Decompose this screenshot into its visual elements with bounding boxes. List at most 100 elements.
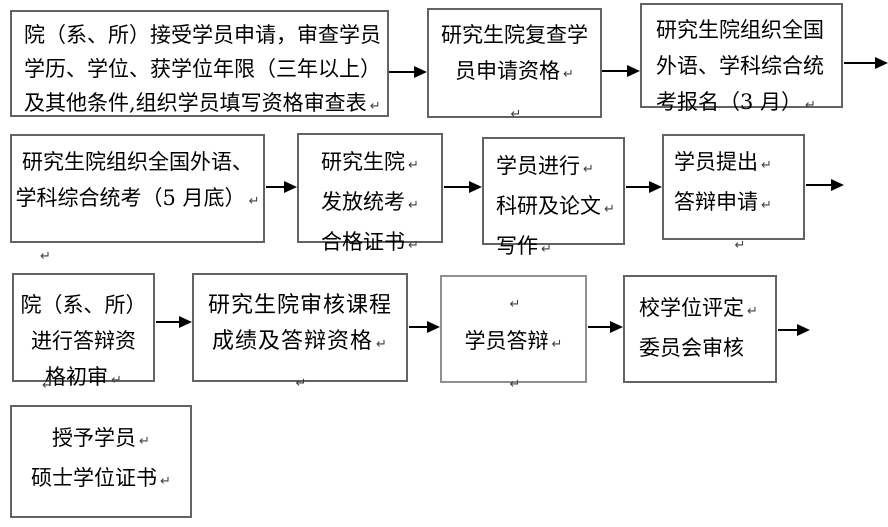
box-line-text: 学员答辩 (464, 329, 549, 353)
box-line: 合格证书↵ (299, 224, 441, 264)
box-line-text: 学员提出 (674, 150, 758, 174)
box-line: 学科综合统考（5 月底）↵ (12, 180, 263, 220)
box-line-text: 外语、学科综合统 (656, 54, 824, 78)
box-line: 考报名（3 月）↵ (656, 84, 841, 124)
box-line: ↵ (442, 363, 585, 403)
paragraph-mark-icon: ↵ (408, 238, 419, 253)
box-line: 学历、学位、获学位年限（三年以上） (24, 52, 387, 86)
box-line-text: 学员进行 (496, 154, 580, 178)
box-line-text: 员申请资格 (455, 59, 561, 83)
box-line: 写作↵ (496, 228, 623, 268)
box-line: 学员提出↵ (674, 144, 803, 184)
paragraph-mark-icon: ↵ (604, 202, 615, 217)
box-line: 答辩申请↵ (674, 184, 803, 224)
paragraph-mark-icon: ↵ (510, 107, 522, 122)
box-line-text: 研究生院 (321, 150, 406, 174)
box-line: 学员答辩↵ (442, 323, 585, 363)
paragraph-mark-icon: ↵ (408, 158, 419, 173)
flow-box-defense-application: 学员提出↵ 答辩申请↵ ↵ (662, 134, 805, 253)
box-line-text: 研究生院组织全国外语、 (22, 150, 253, 174)
box-line-text: 成绩及答辩资格 (212, 329, 374, 354)
flow-arrow-right-icon (409, 321, 440, 333)
box-line: 学员进行↵ (496, 148, 623, 188)
paragraph-mark-icon: ↵ (295, 376, 308, 391)
box-line: 员申请资格↵ (429, 53, 600, 93)
flow-arrow-right-icon (588, 321, 623, 333)
flow-box-grad-school-recheck: 研究生院复查学 员申请资格↵ ↵ (427, 8, 602, 122)
box-line: ↵ (429, 93, 600, 133)
paragraph-mark-icon: ↵ (139, 434, 150, 449)
paragraph-mark-icon: ↵ (563, 67, 574, 82)
flow-box-exam-certificate: 研究生院↵ 发放统考↵ 合格证书↵ (297, 133, 443, 254)
paragraph-mark-icon: ↵ (509, 377, 521, 392)
flow-box-department-accept-review: 院（系、所）接受学员申请，审查学员 学历、学位、获学位年限（三年以上） 及其他条… (10, 10, 389, 117)
paragraph-mark-icon: ↵ (509, 297, 521, 312)
flow-box-degree-committee-review: 校学位评定↵ 委员会审核 (623, 275, 777, 383)
box-line: 委员会审核 (639, 330, 775, 366)
paragraph-mark-icon: ↵ (111, 373, 122, 388)
box-line-text: 合格证书 (321, 230, 406, 254)
paragraph-mark-icon: ↵ (248, 194, 260, 209)
paragraph-mark-icon: ↵ (541, 242, 552, 257)
box-line-text: 委员会审核 (639, 336, 744, 360)
flow-box-course-defense-qualification: 研究生院审核课程 成绩及答辩资格↵ ↵ (192, 273, 408, 391)
box-line-text: 研究生院组织全国 (656, 18, 824, 42)
paragraph-mark-icon: ↵ (42, 378, 53, 393)
box-line: 进行答辩资 (14, 323, 153, 359)
box-line-text: 校学位评定 (639, 296, 744, 320)
box-line: 及其他条件,组织学员填写资格审查表↵ (24, 86, 387, 124)
box-line: 研究生院复查学 (429, 17, 600, 53)
box-line: 授予学员↵ (12, 420, 190, 460)
box-line: 研究生院审核课程 (194, 288, 406, 324)
flow-box-national-exam-may: 研究生院组织全国外语、 学科综合统考（5 月底）↵ (10, 134, 265, 243)
box-line-text: 院（系、所） (20, 293, 147, 317)
box-line-text: 科研及论文 (496, 194, 601, 218)
box-line: 院（系、所）接受学员申请，审查学员 (24, 18, 387, 52)
box-line-text: 院（系、所）接受学员申请，审查学员 (24, 23, 381, 47)
box-line-text: 写作 (496, 234, 538, 258)
flow-arrow-right-icon (602, 65, 640, 77)
flow-arrow-right-icon (389, 66, 427, 78)
box-line-text: 答辩申请 (674, 190, 758, 214)
box-line: 发放统考↵ (299, 184, 441, 224)
paragraph-mark-icon: ↵ (805, 98, 816, 113)
paragraph-mark-icon: ↵ (408, 198, 419, 213)
flow-box-defense-preliminary-review: 院（系、所） 进行答辩资 格初审↵ (12, 273, 155, 389)
box-line-text: 研究生院审核课程 (207, 293, 392, 318)
box-line-text: 进行答辩资 (31, 329, 136, 353)
box-line: ↵ (674, 224, 803, 264)
box-line-text: 硕士学位证书 (31, 466, 158, 490)
flow-arrow-right-icon (844, 57, 888, 69)
flow-box-student-defense: ↵ 学员答辩↵ ↵ (440, 275, 587, 392)
box-line: 研究生院组织全国 (656, 12, 841, 48)
flow-box-national-exam-registration: 研究生院组织全国 外语、学科综合统 考报名（3 月）↵ (640, 3, 843, 114)
box-line-text: 学科综合统考（5 月底） (15, 186, 246, 210)
box-line-text: 授予学员 (52, 426, 137, 450)
paragraph-mark-icon: ↵ (583, 162, 594, 177)
box-line: 校学位评定↵ (639, 290, 775, 330)
paragraph-mark-icon: ↵ (761, 158, 772, 173)
paragraph-mark-icon: ↵ (747, 304, 758, 319)
flow-box-award-degree: 授予学员↵ 硕士学位证书↵ (10, 405, 192, 518)
box-line: 院（系、所） (14, 287, 153, 323)
flow-arrow-right-icon (444, 181, 482, 193)
flow-arrow-right-icon (626, 181, 662, 193)
paragraph-mark-icon: ↵ (40, 249, 51, 264)
box-line-text: 格初审 (45, 365, 109, 389)
flow-arrow-right-icon (778, 324, 810, 336)
box-line: ↵ (194, 363, 406, 402)
paragraph-mark-icon: ↵ (376, 337, 388, 352)
paragraph-mark-icon: ↵ (551, 337, 563, 352)
box-line: 格初审↵ (14, 359, 153, 399)
flow-box-research-thesis-writing: 学员进行↵ 科研及论文↵ 写作↵ (482, 137, 625, 258)
box-line: 成绩及答辩资格↵ (194, 324, 406, 363)
flow-arrow-right-icon (156, 316, 192, 328)
box-line: 研究生院组织全国外语、 (12, 144, 263, 180)
paragraph-mark-icon: ↵ (160, 474, 171, 489)
box-line: 硕士学位证书↵ (12, 460, 190, 500)
box-line: 科研及论文↵ (496, 188, 623, 228)
flow-arrow-right-icon (266, 181, 297, 193)
box-line-text: 考报名（3 月） (656, 90, 803, 114)
box-line: ↵ (442, 283, 585, 323)
